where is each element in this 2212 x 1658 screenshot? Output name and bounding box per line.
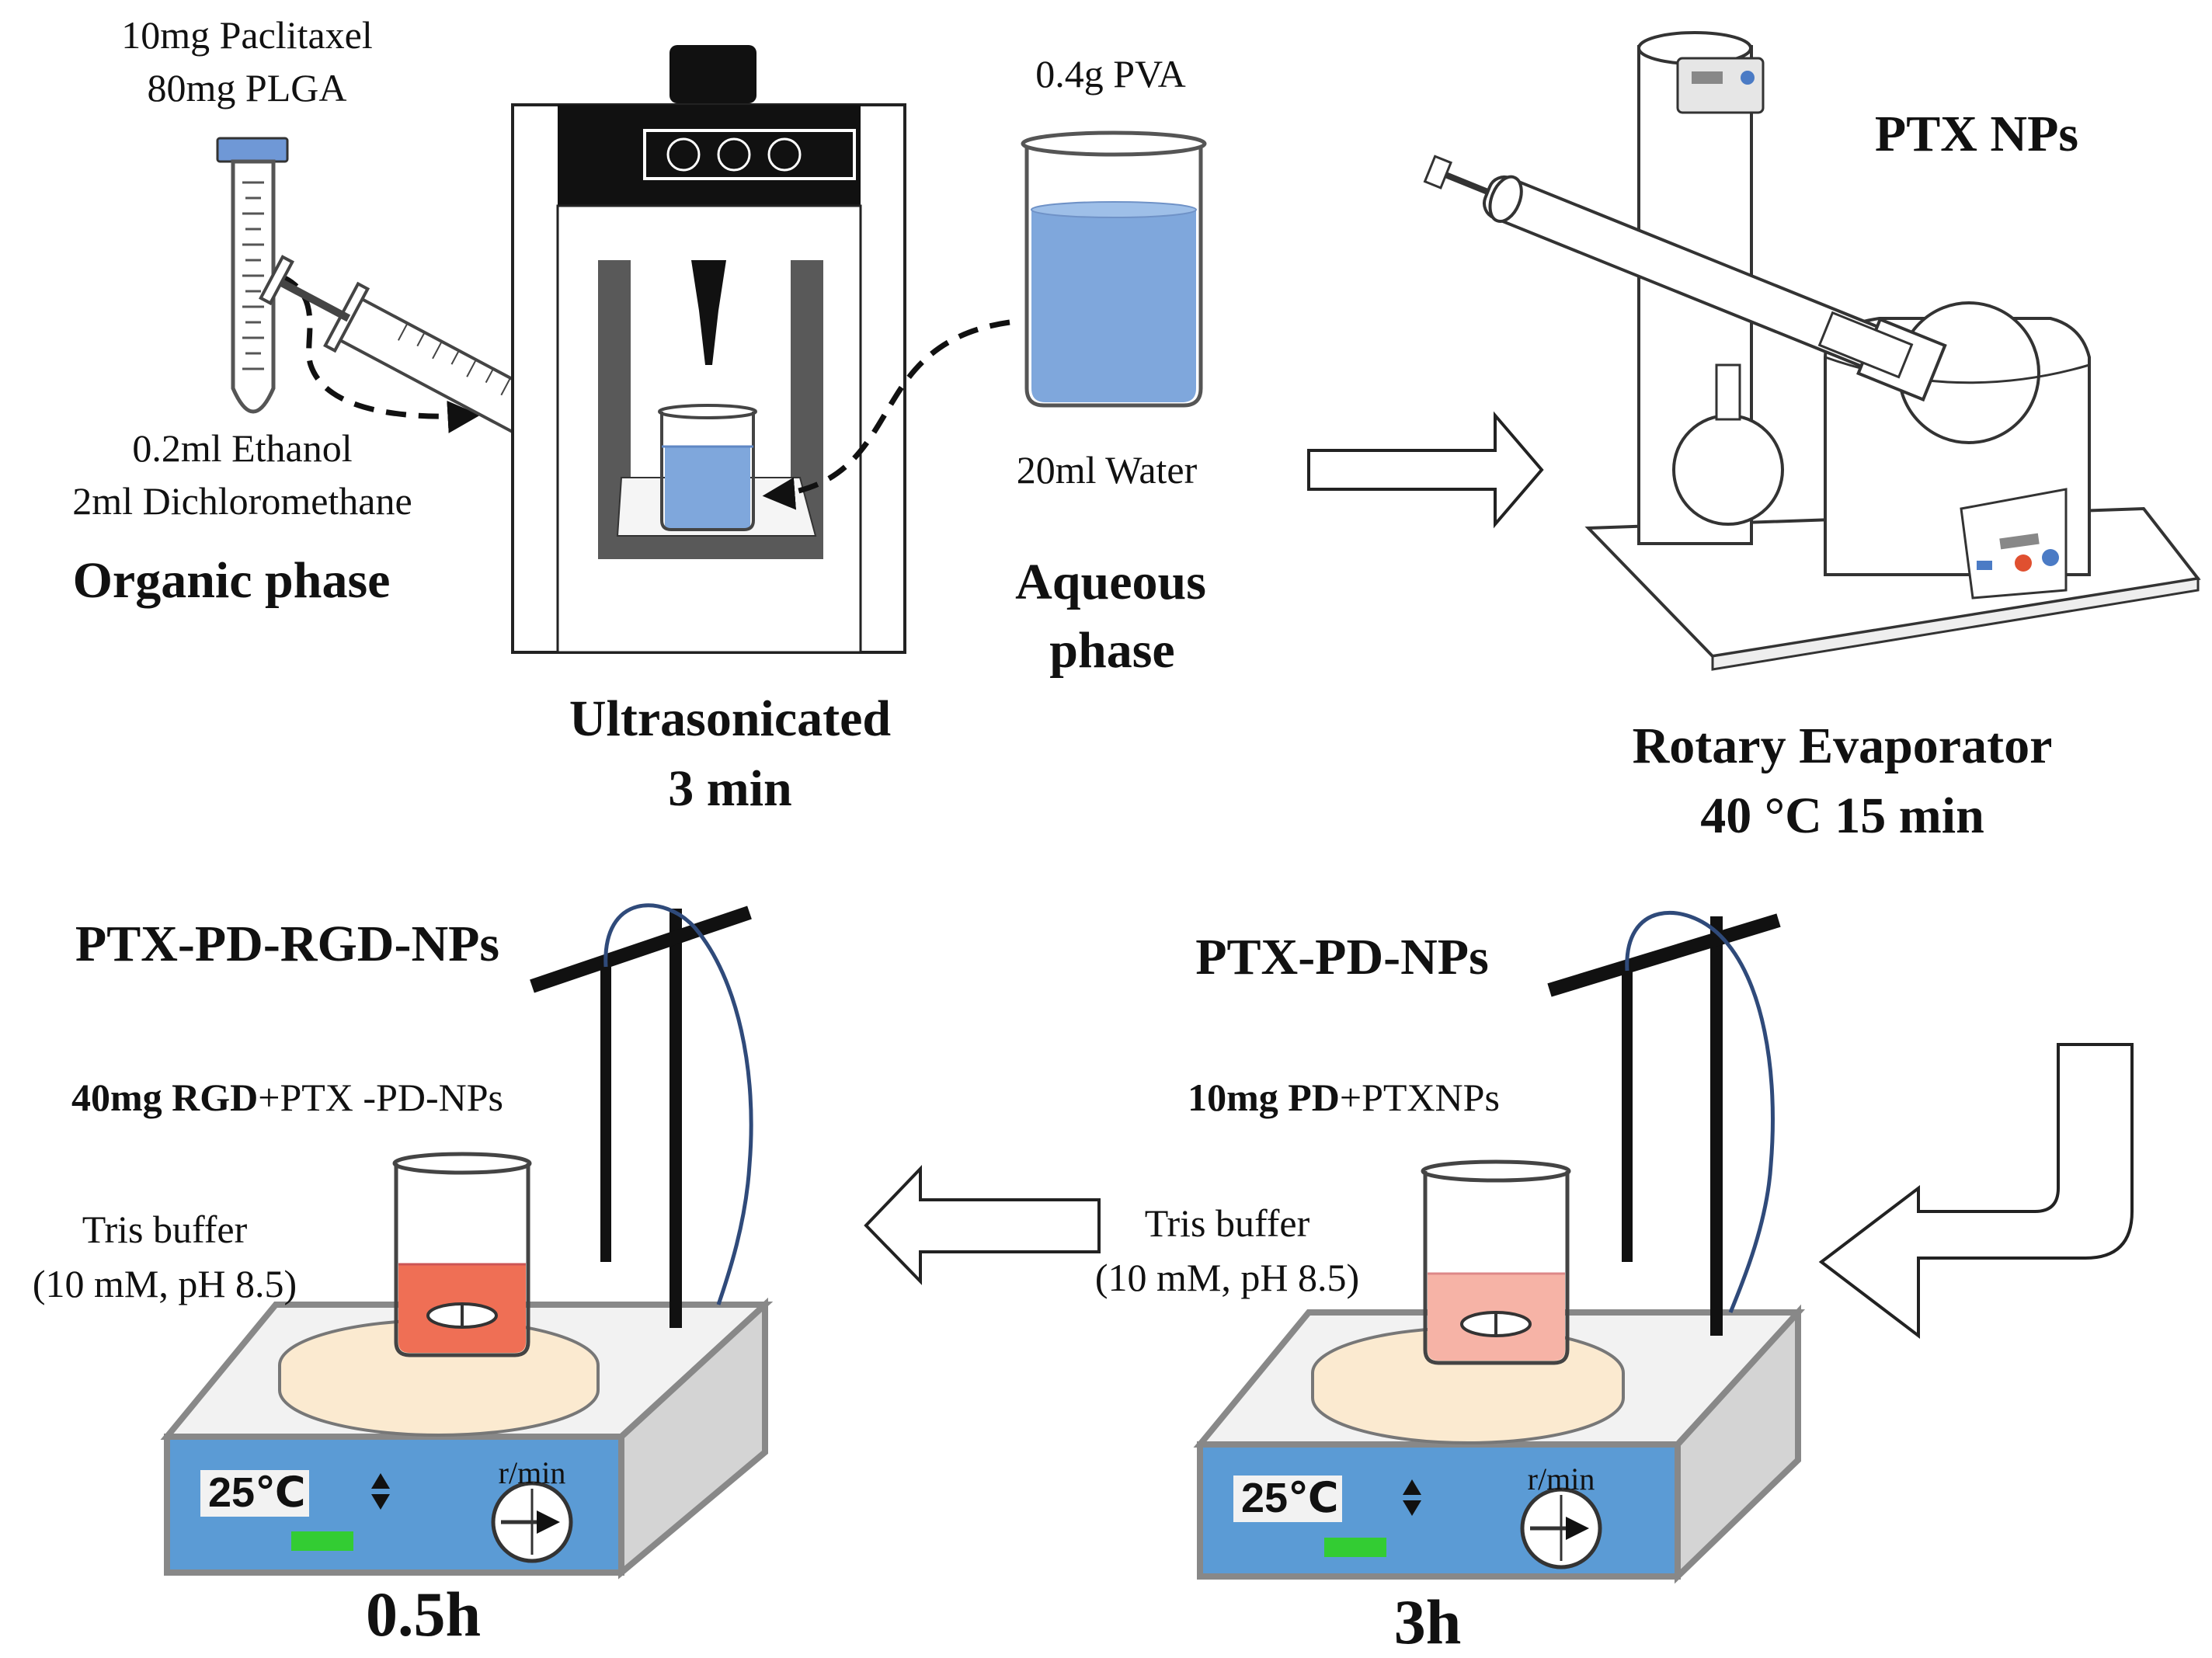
arrow-to-pd-step — [1818, 1043, 2134, 1340]
aqueous-transfer-arrow — [762, 319, 1010, 510]
rgd-buffer-1: Tris buffer — [82, 1208, 248, 1251]
sonication-beaker-icon — [658, 404, 757, 531]
centrifuge-tube-icon — [216, 137, 289, 414]
rotary-conditions: 40 °C 15 min — [1700, 787, 1984, 844]
pd-probe-stand-icon — [1547, 911, 1781, 1336]
aqueous-phase-title-2: phase — [1049, 622, 1175, 679]
ultrasonicator-icon — [511, 45, 906, 654]
rgd-reagent: 40mg RGD+PTX -PD-NPs — [71, 1078, 503, 1117]
organic-transfer-arrow — [278, 273, 481, 433]
aqueous-beaker-icon — [1021, 130, 1207, 408]
organic-solvent-2: 2ml Dichloromethane — [72, 479, 412, 523]
pd-temperature-display: 25℃ — [1241, 1475, 1339, 1521]
organic-solvent-1: 0.2ml Ethanol — [132, 426, 353, 470]
rgd-buffer-2: (10 mM, pH 8.5) — [32, 1262, 297, 1305]
pd-buffer-2: (10 mM, pH 8.5) — [1094, 1256, 1360, 1299]
rotary-product: PTX NPs — [1874, 106, 2079, 162]
pd-stirrer-icon — [1193, 1304, 1806, 1584]
rgd-temperature-display: 25℃ — [208, 1469, 306, 1516]
organic-solute-1: 10mg Paclitaxel — [121, 13, 373, 57]
rotary-evaporator-icon — [1423, 31, 2201, 671]
rotary-title: Rotary Evaporator — [1632, 718, 2053, 774]
rgd-probe-stand-icon — [530, 903, 753, 1328]
pd-time: 3h — [1393, 1587, 1462, 1657]
arrow-to-rgd-step — [864, 1165, 1101, 1285]
rgd-product-title: PTX-PD-RGD-NPs — [75, 916, 500, 972]
pd-reagent: 10mg PD+PTXNPs — [1188, 1078, 1500, 1117]
pd-product-title: PTX-PD-NPs — [1195, 929, 1489, 985]
pd-buffer-1: Tris buffer — [1144, 1201, 1310, 1245]
arrow-to-rotary — [1307, 411, 1544, 529]
organic-phase-title: Organic phase — [72, 552, 391, 609]
rgd-beaker-icon — [392, 1152, 532, 1357]
aqueous-solute: 0.4g PVA — [1035, 52, 1186, 96]
aqueous-phase-title-1: Aqueous — [1015, 554, 1206, 610]
pd-speed-unit: r/min — [1527, 1462, 1595, 1496]
rgd-speed-unit: r/min — [498, 1455, 566, 1490]
pd-reagent-rest: +PTXNPs — [1339, 1076, 1500, 1119]
rgd-stirrer-icon — [160, 1297, 774, 1580]
aqueous-solvent: 20ml Water — [1016, 448, 1198, 492]
rgd-time: 0.5h — [365, 1579, 482, 1649]
ultrasonication-time: 3 min — [668, 760, 792, 817]
pd-reagent-bold: 10mg PD — [1188, 1076, 1340, 1119]
rgd-reagent-bold: 40mg RGD — [71, 1076, 259, 1119]
ultrasonication-title: Ultrasonicated — [569, 690, 892, 747]
pd-beaker-icon — [1421, 1159, 1571, 1365]
organic-solute-2: 80mg PLGA — [147, 66, 347, 109]
rgd-reagent-rest: +PTX -PD-NPs — [258, 1076, 504, 1119]
